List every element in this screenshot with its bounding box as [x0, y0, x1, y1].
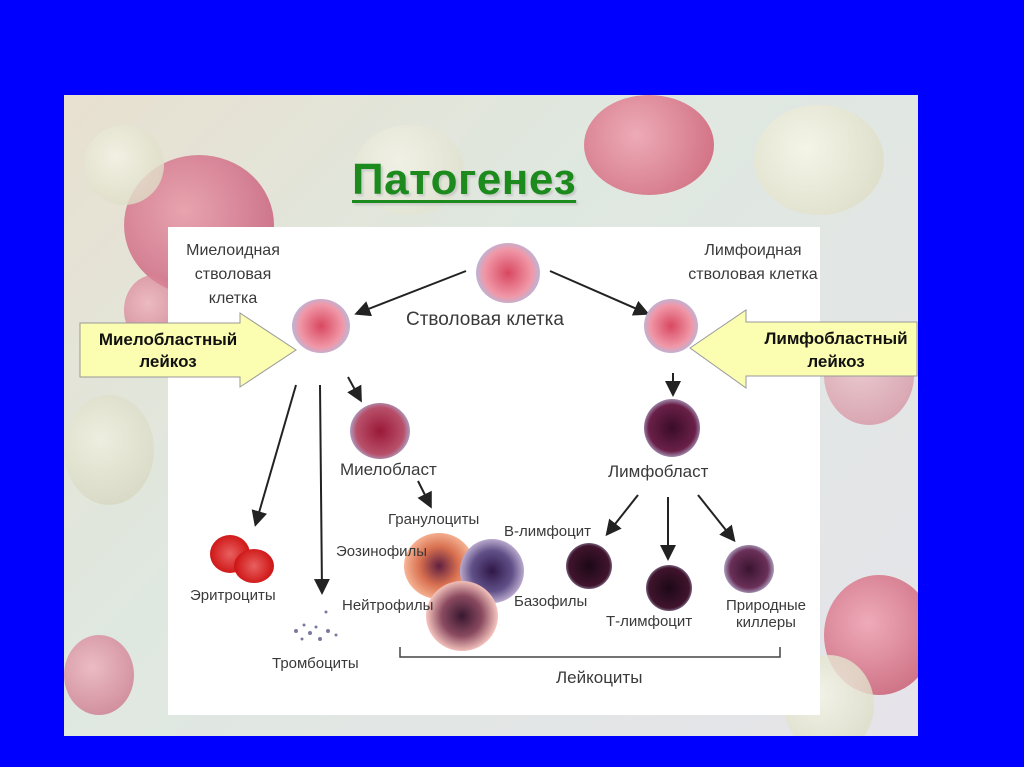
neutrophil-icon	[426, 581, 498, 651]
b-lymphocyte-label: В-лимфоцит	[504, 523, 591, 540]
lymphoblast-label: Лимфобласт	[608, 463, 708, 480]
stem-cell-icon	[476, 243, 540, 303]
lymphoblast-cell-icon	[644, 399, 700, 457]
callout-lymphoblastic-line2: лейкоз	[807, 352, 864, 371]
background-cell	[64, 395, 154, 505]
basophils-label: Базофилы	[514, 593, 587, 610]
thrombocytes-label: Тромбоциты	[272, 655, 359, 672]
slide-title: Патогенез	[352, 155, 576, 205]
arrow-stem-to-lymphoid	[550, 271, 646, 313]
lymphoblastic-leukemia-callout: Лимфобластный лейкоз	[688, 308, 920, 390]
diagram-panel: Стволовая клетка Миелоидная стволовая кл…	[168, 227, 820, 715]
t-lymphocyte-label: Т-лимфоцит	[606, 613, 692, 630]
stem-cell-label: Стволовая клетка	[406, 311, 564, 328]
arrow-myeloid-to-thrombocytes	[320, 385, 322, 591]
natural-killer-icon	[724, 545, 774, 593]
myeloid-stem-cell-label: Миелоидная стволовая клетка	[170, 239, 296, 311]
arrow-myeloblast-to-granulocytes	[418, 481, 430, 505]
background-cell	[754, 105, 884, 215]
t-lymphocyte-icon	[646, 565, 692, 611]
background-cell	[584, 95, 714, 195]
thrombocyte-dots	[294, 611, 338, 642]
granulocytes-label: Гранулоциты	[388, 511, 479, 528]
natural-killers-label: Природные киллеры	[716, 597, 816, 631]
arrow-lymphoblast-to-nk	[698, 495, 733, 539]
arrow-lymphoblast-to-b	[608, 495, 638, 533]
b-lymphocyte-icon	[566, 543, 612, 589]
myeloblast-label: Миелобласт	[340, 461, 437, 478]
background-cell	[64, 635, 134, 715]
erythrocytes-label: Эритроциты	[190, 587, 276, 604]
myeloblast-cell-icon	[350, 403, 410, 459]
myeloblastic-leukemia-callout: Миелобластный лейкоз	[78, 311, 358, 389]
neutrophils-label: Нейтрофилы	[342, 597, 433, 614]
lymphoid-stem-cell-label: Лимфоидная стволовая клетка	[688, 239, 818, 287]
eosinophils-label: Эозинофилы	[336, 543, 427, 560]
callout-lymphoblastic-line1: Лимфобластный	[764, 329, 907, 348]
background-cell	[84, 125, 164, 205]
erythrocyte-icon	[234, 549, 274, 583]
leukocytes-label: Лейкоциты	[556, 669, 642, 686]
callout-myeloblastic-line2: лейкоз	[139, 352, 196, 371]
callout-myeloblastic-line1: Миелобластный	[99, 330, 237, 349]
arrow-stem-to-myeloid	[358, 271, 466, 313]
arrow-myeloid-to-erythrocytes	[256, 385, 296, 523]
